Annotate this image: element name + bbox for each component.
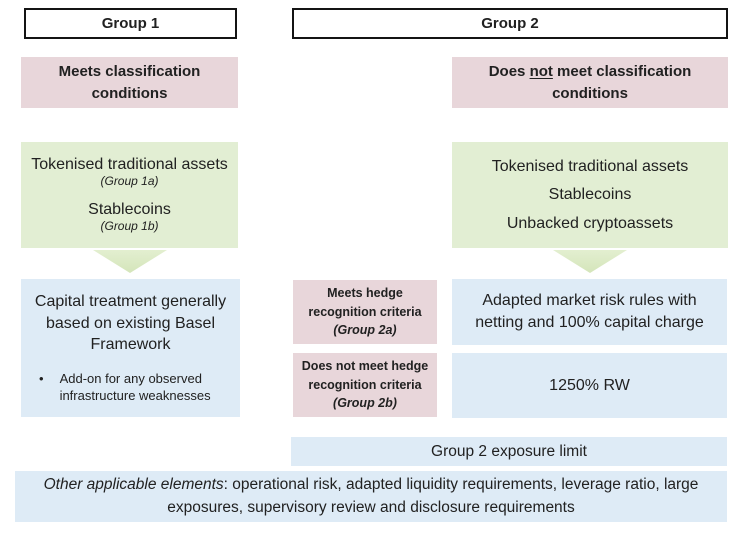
group1-header: Group 1: [24, 8, 237, 39]
group2-exposure-limit-box: Group 2 exposure limit: [291, 437, 727, 466]
group1-treatment-heading: Capital treatment generally based on exi…: [34, 293, 227, 354]
group2a-criteria-label: Meets hedge recognition criteria: [308, 285, 422, 319]
group2b-criteria-box: Does not meet hedge recognition criteria…: [293, 353, 437, 417]
group2b-criteria-text: Does not meet hedge recognition criteria…: [293, 357, 437, 413]
group2-classification-box: Does not meet classification conditions: [452, 57, 728, 108]
group2-header-label: Group 2: [481, 15, 539, 32]
group1-assets-box: Tokenised traditional assets (Group 1a) …: [21, 142, 238, 248]
group1-header-label: Group 1: [101, 15, 160, 32]
group1-treatment-bullet-row: • Add-on for any observed infrastructure…: [21, 370, 240, 405]
other-elements-box: Other applicable elements: operational r…: [15, 471, 727, 522]
group2-exposure-limit-text: Group 2 exposure limit: [431, 442, 587, 460]
bullet-icon: •: [39, 370, 44, 386]
group2-asset-3: Unbacked cryptoassets: [506, 214, 674, 232]
group2-classification-underlined: not: [529, 62, 553, 80]
group2-header: Group 2: [292, 8, 728, 39]
group2a-group-label: (Group 2a): [333, 323, 397, 338]
group2b-treatment-box: 1250% RW: [452, 353, 727, 418]
group1-asset-2-label: (Group 1b): [100, 219, 159, 234]
group2a-treatment-text: Adapted market risk rules with netting a…: [475, 292, 704, 331]
group1-classification-text: Meets classification conditions: [58, 62, 201, 102]
group1-down-arrow-icon: [93, 250, 167, 273]
group2a-treatment-box: Adapted market risk rules with netting a…: [452, 279, 727, 345]
group2-assets-box: Tokenised traditional assets Stablecoins…: [452, 142, 728, 248]
group1-treatment-bullet-text: Add-on for any observed infrastructure w…: [59, 370, 211, 404]
group2-classification-text: Does not meet classification conditions: [452, 61, 728, 105]
group2-down-arrow-icon: [553, 250, 627, 273]
group1-treatment-box: Capital treatment generally based on exi…: [21, 279, 240, 417]
group2-classification-suffix: meet classification conditions: [552, 62, 692, 102]
group2a-criteria-box: Meets hedge recognition criteria (Group …: [293, 280, 437, 344]
other-elements-lead: Other applicable elements: [43, 476, 224, 494]
group1-classification-box: Meets classification conditions: [21, 57, 238, 108]
group2b-criteria-label: Does not meet hedge recognition criteria: [301, 358, 429, 392]
group1-asset-1-label: (Group 1a): [100, 174, 159, 189]
other-elements-rest: : operational risk, adapted liquidity re…: [167, 476, 699, 516]
group2a-criteria-text: Meets hedge recognition criteria (Group …: [293, 284, 437, 340]
group2-classification-prefix: Does: [488, 62, 530, 80]
group2b-group-label: (Group 2b): [333, 396, 397, 411]
group2b-treatment-text: 1250% RW: [549, 376, 630, 394]
group1-asset-2: Stablecoins: [88, 201, 171, 218]
group2-asset-2: Stablecoins: [548, 186, 632, 204]
group1-asset-1: Tokenised traditional assets: [31, 156, 228, 174]
other-elements-text: Other applicable elements: operational r…: [21, 474, 721, 519]
group2-asset-1: Tokenised traditional assets: [491, 158, 689, 176]
